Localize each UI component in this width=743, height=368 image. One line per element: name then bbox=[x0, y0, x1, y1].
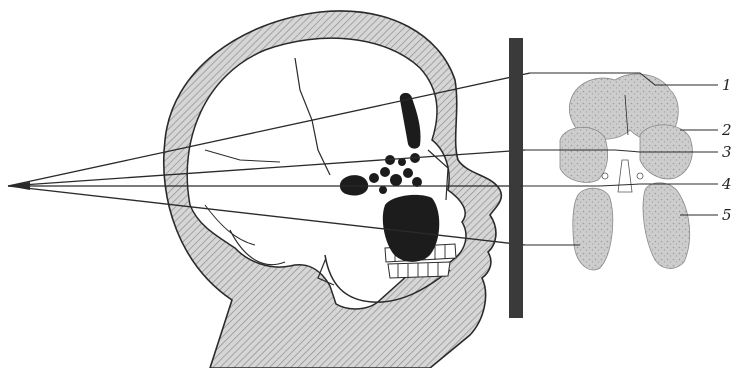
nasal-septum bbox=[618, 160, 632, 192]
callout-5: 5 bbox=[722, 206, 732, 224]
callout-2: 2 bbox=[721, 121, 732, 139]
callout-1: 1 bbox=[722, 76, 732, 94]
callout-3: 3 bbox=[722, 143, 732, 161]
projected-left-orbit bbox=[560, 127, 608, 182]
callout-labels: 1 2 3 4 5 bbox=[721, 76, 732, 224]
film-plate bbox=[509, 38, 523, 318]
projected-right-maxillary bbox=[643, 183, 690, 269]
projected-left-maxillary bbox=[573, 188, 613, 270]
radiograph-projection bbox=[560, 74, 692, 270]
callout-4: 4 bbox=[721, 175, 732, 193]
